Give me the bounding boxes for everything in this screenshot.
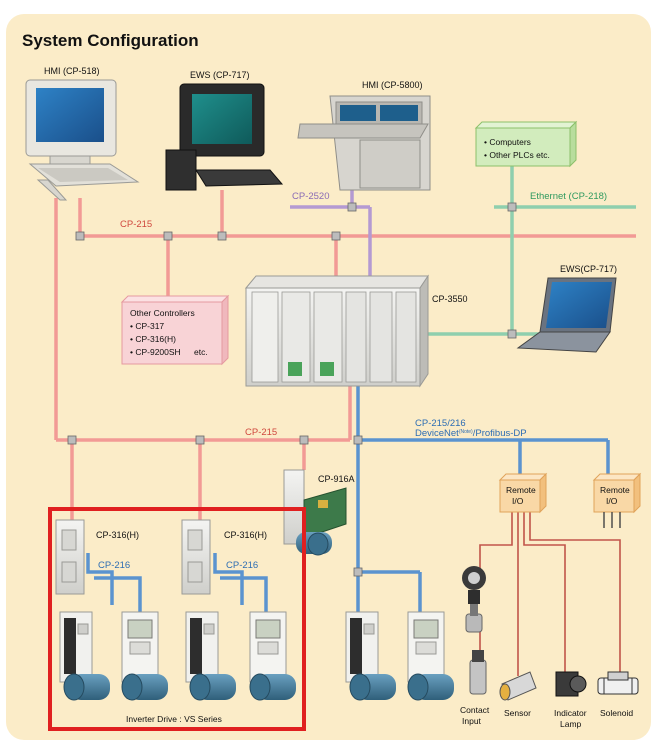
- motor-dark-2: [189, 673, 236, 701]
- label-cp216-2: CP-216: [226, 560, 258, 571]
- label-fieldbus-line1: CP-215/216: [415, 418, 466, 429]
- label-hmi-cp518: HMI (CP-518): [44, 66, 100, 76]
- remote-io-1-line2: I/O: [512, 496, 524, 506]
- label-cp3550: CP-3550: [432, 294, 468, 304]
- computers-box: • Computers • Other PLCs etc.: [474, 120, 578, 168]
- network-fieldbus: [86, 382, 610, 612]
- remote-io-2-line1: Remote: [600, 485, 630, 495]
- label-ews-cp717-top: EWS (CP-717): [190, 70, 250, 80]
- io-wiring: [479, 512, 621, 676]
- inverter-drive-caption: Inverter Drive : VS Series: [126, 714, 222, 724]
- cp316h-controller-1: CP-316(H): [55, 519, 139, 595]
- motor-dark-1: [63, 673, 110, 701]
- sensor-label: Sensor: [504, 708, 531, 718]
- contact-input-devices: Contact Input: [460, 566, 490, 726]
- remote-io-1: Remote I/O: [498, 472, 548, 514]
- label-fieldbus-line2: DeviceNet(Note)/Profibus-DP: [415, 428, 527, 439]
- inverter-drive-dark-1: [59, 611, 110, 701]
- label-cp215-bottom: CP-215: [245, 427, 277, 438]
- cp316h-controller-2: CP-316(H): [181, 519, 267, 595]
- inverter-drive-light-3: [407, 611, 454, 701]
- inverter-drives: [59, 611, 454, 701]
- other-controllers-title: Other Controllers: [130, 308, 195, 318]
- motor-light-2: [249, 673, 296, 701]
- motor-dark-3: [349, 673, 396, 701]
- hmi-cp5800-screen-right: [380, 105, 418, 121]
- ews-cp717-top-screen: [192, 94, 252, 144]
- inverter-drive-dark-3: [345, 611, 396, 701]
- network-cp215-top: [78, 190, 636, 296]
- label-cp316h-2: CP-316(H): [224, 530, 267, 540]
- cp916a-module: CP-916A: [283, 469, 355, 556]
- other-controllers-box: Other Controllers • CP-317 • CP-316(H) •…: [120, 294, 230, 366]
- cp3550-rack: CP-3550: [244, 274, 468, 388]
- ews-cp717-laptop: EWS(CP-717): [516, 264, 617, 353]
- inverter-drive-light-2: [249, 611, 296, 701]
- solenoid-device: Solenoid: [597, 671, 639, 718]
- label-ews-cp717-right: EWS(CP-717): [560, 264, 617, 274]
- indicator-lamp-line2: Lamp: [560, 719, 582, 729]
- solenoid-label: Solenoid: [600, 708, 633, 718]
- label-cp316h-1: CP-316(H): [96, 530, 139, 540]
- indicator-lamp-line1: Indicator: [554, 708, 587, 718]
- other-controllers-etc: etc.: [194, 347, 208, 357]
- diagram-title: System Configuration: [22, 31, 199, 50]
- indicator-lamp-device: Indicator Lamp: [554, 671, 587, 729]
- label-cp2520: CP-2520: [292, 191, 330, 202]
- other-controllers-item-2: • CP-316(H): [130, 334, 176, 344]
- sensor-device: Sensor: [499, 671, 537, 718]
- motor-light-1: [121, 673, 168, 701]
- network-junctions: [67, 202, 517, 577]
- hmi-cp518: HMI (CP-518): [25, 66, 140, 201]
- remote-io-2: Remote I/O: [592, 472, 642, 528]
- remote-io-1-line1: Remote: [506, 485, 536, 495]
- label-cp916a: CP-916A: [318, 474, 355, 484]
- inverter-drive-dark-2: [185, 611, 236, 701]
- other-controllers-item-1: • CP-317: [130, 321, 164, 331]
- laptop-screen: [546, 282, 612, 328]
- inverter-drive-light-1: [121, 611, 168, 701]
- contact-input-line1: Contact: [460, 705, 490, 715]
- label-hmi-cp5800: HMI (CP-5800): [362, 80, 423, 90]
- cp916a-motor: [296, 532, 332, 556]
- label-cp216-1: CP-216: [98, 560, 130, 571]
- other-controllers-item-3: • CP-9200SH: [130, 347, 181, 357]
- hmi-cp5800: HMI (CP-5800): [297, 80, 431, 191]
- ews-cp717-top: EWS (CP-717): [165, 70, 284, 191]
- hmi-cp518-screen: [36, 88, 104, 142]
- contact-input-line2: Input: [462, 716, 482, 726]
- remote-io-2-line2: I/O: [606, 496, 618, 506]
- hmi-cp5800-screen-left: [340, 105, 376, 121]
- computers-box-line2: • Other PLCs etc.: [484, 150, 550, 160]
- computers-box-line1: • Computers: [484, 137, 531, 147]
- motor-light-3: [407, 673, 454, 701]
- label-cp215-top: CP-215: [120, 219, 152, 230]
- label-ethernet: Ethernet (CP-218): [530, 191, 607, 202]
- inverter-drive-highlight: [48, 507, 306, 731]
